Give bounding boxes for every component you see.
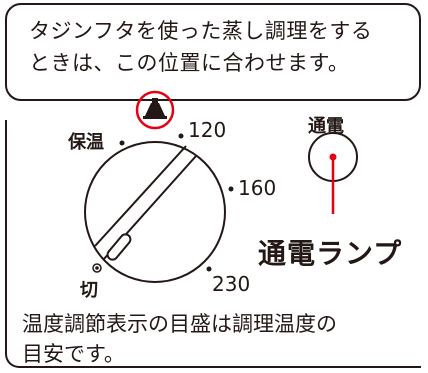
note-line2: 目安です。 bbox=[22, 342, 125, 366]
steam-position-marker-icon bbox=[143, 98, 167, 119]
temperature-dial[interactable] bbox=[84, 141, 226, 283]
callout-text-line2: ときは、この位置に合わせます。 bbox=[29, 51, 350, 75]
dial-frame bbox=[5, 120, 421, 368]
label-power-lamp: 通電ランプ bbox=[258, 237, 403, 270]
note-line1: 温度調節表示の目盛は調理温度の bbox=[22, 312, 337, 336]
callout-box-top: タジンフタを使った蒸し調理をする ときは、この位置に合わせます。 bbox=[5, 3, 421, 101]
scale-dot-120 bbox=[178, 133, 184, 139]
label-230: 230 bbox=[212, 272, 251, 296]
scale-dot-230 bbox=[206, 266, 212, 272]
highlight-circle bbox=[135, 90, 175, 130]
scale-dot-160 bbox=[228, 186, 234, 192]
label-120: 120 bbox=[188, 118, 227, 142]
label-power-small: 通電 bbox=[308, 116, 344, 137]
scale-dot-keep-warm bbox=[119, 140, 125, 146]
label-keep-warm: 保温 bbox=[68, 132, 104, 153]
label-160: 160 bbox=[238, 176, 277, 200]
callout-text-line1: タジンフタを使った蒸し調理をする bbox=[29, 19, 373, 43]
label-off: 切 bbox=[80, 280, 98, 301]
